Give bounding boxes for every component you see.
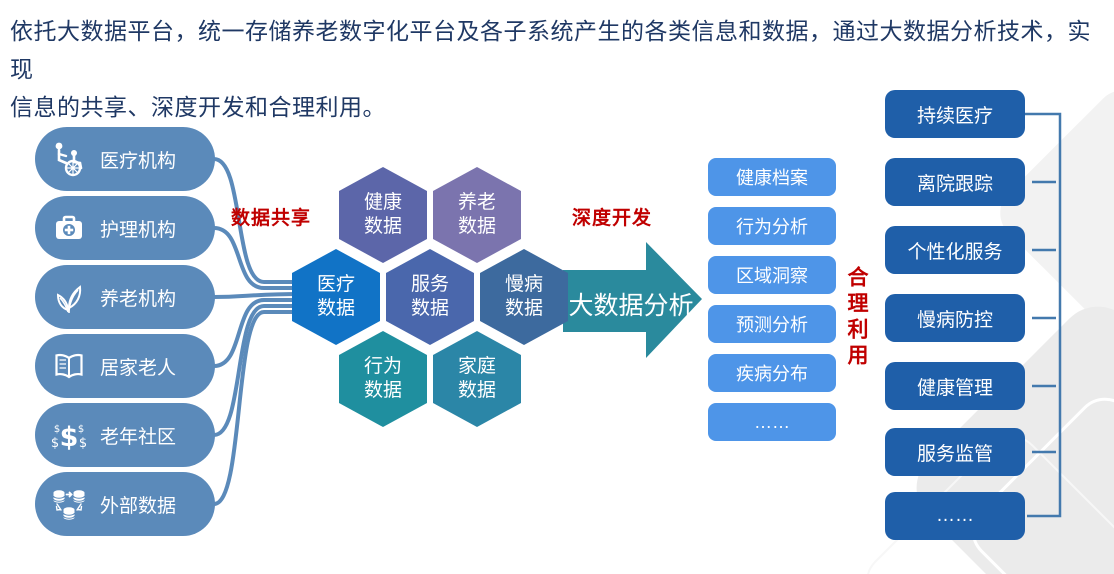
application-box-health-management: 健康管理	[885, 362, 1025, 410]
application-box-more: ……	[885, 492, 1025, 540]
source-pill-label: 医疗机构	[100, 150, 177, 172]
source-pill-label: 居家老人	[100, 357, 177, 379]
analysis-box-regional-insight: 区域洞察	[708, 256, 836, 294]
source-pill-label: 养老机构	[100, 288, 177, 310]
application-box-service-supervision: 服务监管	[885, 428, 1025, 476]
first-aid-kit-icon	[48, 207, 90, 249]
application-box-personalized-service: 个性化服务	[885, 226, 1025, 274]
analysis-box-disease-distribution: 疾病分布	[708, 354, 836, 392]
rational-utilization-label: 合理利用	[845, 266, 868, 370]
hexagon-chronic-disease-data: 慢病 数据	[480, 249, 568, 345]
source-pill-label: 护理机构	[100, 219, 177, 241]
source-pill-eldercare-institution: 养老机构	[35, 265, 215, 329]
database-sync-icon	[48, 483, 90, 525]
analysis-box-health-archive: 健康档案	[708, 158, 836, 196]
hexagon-family-data: 家庭 数据	[433, 331, 521, 427]
source-pill-nursing-institution: 护理机构	[35, 196, 215, 260]
application-box-discharge-tracking: 离院跟踪	[885, 158, 1025, 206]
svg-text:$: $	[54, 424, 60, 435]
hexagon-health-data: 健康 数据	[339, 167, 427, 263]
application-connector-lines	[1025, 112, 1062, 518]
intro-paragraph: 依托大数据平台，统一存储养老数字化平台及各子系统产生的各类信息和数据，通过大数据…	[10, 12, 1110, 126]
application-box-chronic-prevention: 慢病防控	[885, 294, 1025, 342]
svg-text:$: $	[60, 422, 79, 453]
big-data-analysis-arrow-label: 大数据分析	[568, 292, 694, 320]
source-pill-label: 老年社区	[100, 426, 177, 448]
application-box-continuous-care: 持续医疗	[885, 90, 1025, 138]
big-data-analysis-arrow	[563, 242, 702, 358]
analysis-box-more: ……	[708, 403, 836, 441]
wheelchair-caregiver-icon	[48, 138, 90, 180]
hexagon-service-data: 服务 数据	[386, 249, 474, 345]
dollar-cluster-icon: $ $ $ $ $	[48, 414, 90, 456]
open-book-icon	[48, 345, 90, 387]
data-share-label: 数据共享	[231, 208, 312, 229]
data-share-lines	[213, 157, 301, 506]
intro-line-1: 依托大数据平台，统一存储养老数字化平台及各子系统产生的各类信息和数据，通过大数据…	[10, 18, 1091, 82]
hexagon-behavior-data: 行为 数据	[339, 331, 427, 427]
analysis-box-behavior-analysis: 行为分析	[708, 207, 836, 245]
deep-development-label: 深度开发	[572, 208, 653, 229]
svg-text:$: $	[79, 436, 87, 451]
data-source-list: 医疗机构 护理机构	[35, 127, 215, 541]
source-pill-home-elderly: 居家老人	[35, 334, 215, 398]
source-pill-medical-institution: 医疗机构	[35, 127, 215, 191]
source-pill-senior-community: $ $ $ $ $ 老年社区	[35, 403, 215, 467]
svg-text:$: $	[51, 436, 59, 451]
leaves-icon	[48, 276, 90, 318]
intro-line-2: 信息的共享、深度开发和合理利用。	[10, 94, 386, 120]
svg-text:$: $	[78, 424, 84, 435]
hexagon-eldercare-data: 养老 数据	[433, 167, 521, 263]
source-pill-external-data: 外部数据	[35, 472, 215, 536]
analysis-box-predictive-analysis: 预测分析	[708, 305, 836, 343]
source-pill-label: 外部数据	[100, 495, 177, 517]
